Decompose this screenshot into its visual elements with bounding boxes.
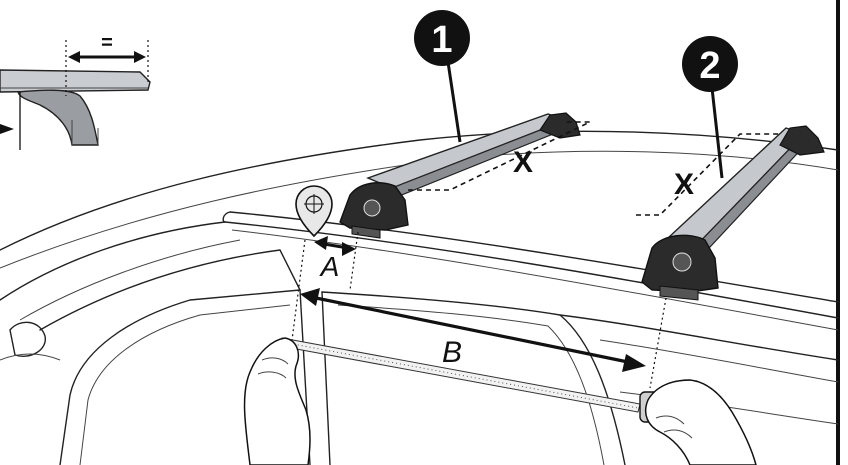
badge-2: 2: [682, 36, 738, 179]
side-mirror: [9, 321, 46, 357]
a-pillar-inner: [19, 239, 241, 321]
roof-bar-1: [339, 112, 581, 239]
dimension-x-2: X: [636, 133, 782, 216]
reference-marker: A: [291, 185, 359, 341]
x2-dashed-guide: [636, 133, 782, 216]
rear-window-inner: [337, 304, 605, 465]
right-hand: [644, 379, 757, 465]
b-measure-line: [315, 296, 629, 364]
a-arrow-right-icon: [342, 242, 356, 256]
b-label: B: [442, 336, 462, 369]
rear-body-line: [559, 314, 839, 361]
marker-guide-line: [291, 239, 306, 341]
left-hand-shape: [243, 337, 311, 465]
inset-bar-detail: =: [0, 32, 151, 150]
x-first-label: X: [513, 146, 533, 179]
roof-rail-bottom: [224, 221, 839, 319]
badge-1: 1: [414, 10, 470, 143]
inset-foot-lines: [71, 120, 99, 145]
x-second-label: X: [674, 168, 694, 201]
x1-dashed-guide: [408, 121, 591, 191]
inset-arrow-left-icon: [68, 51, 80, 63]
tape-measure: [279, 337, 675, 423]
bar-1-side: [391, 119, 569, 199]
badge-2-number: 2: [699, 45, 720, 87]
b-pillar-right: [321, 291, 331, 465]
roof-bar-2: [641, 125, 825, 301]
dimension-b: B: [300, 288, 667, 389]
a-label: A: [319, 251, 340, 282]
badge-1-circle: [414, 10, 470, 66]
a-arrow-left-icon: [314, 236, 328, 250]
bar-2-foot-rear: [779, 125, 825, 156]
inset-arrow-right-icon: [134, 51, 146, 63]
b-arrow-left-icon: [300, 288, 320, 306]
inset-bar: [0, 69, 151, 93]
bar-2-foot-pad: [659, 285, 699, 301]
inset-arrow-icon: [0, 124, 14, 134]
roof-rail-cap: [222, 211, 231, 223]
dimension-x-1: X: [408, 121, 591, 191]
bar-1-top: [366, 113, 569, 189]
bar-1-foot-bolt-icon: [363, 199, 381, 217]
front-window-inner: [79, 304, 291, 465]
foot-2-guide-line: [649, 297, 667, 389]
tape-ticks: [281, 341, 639, 409]
rear-body-line-2: [599, 339, 839, 383]
bar-1-foot-pad: [351, 225, 381, 239]
inset-foot: [17, 89, 99, 146]
front-window-top: [39, 249, 301, 331]
left-hand: [243, 337, 311, 465]
right-hand-fingers: [655, 415, 693, 439]
car-body: [0, 130, 839, 465]
a-pillar: [0, 221, 226, 301]
b-arrow-right-icon: [622, 354, 646, 372]
right-hand-shape: [644, 379, 757, 465]
badge-1-leader: [446, 61, 462, 143]
front-window-frame: [59, 289, 301, 465]
badge-2-circle: [682, 36, 738, 92]
badge-2-leader: [710, 87, 724, 179]
roof-rail-edge: [231, 229, 839, 331]
equal-label: =: [101, 32, 113, 54]
left-hand-fingers: [257, 357, 289, 379]
foot-1-guide-line: [349, 231, 359, 291]
badge-1-number: 1: [431, 19, 452, 61]
roof-line: [0, 130, 839, 251]
dash-line: [0, 353, 61, 361]
bar-2-foot-bolt-icon: [672, 252, 692, 272]
bar-2-side: [691, 132, 809, 264]
